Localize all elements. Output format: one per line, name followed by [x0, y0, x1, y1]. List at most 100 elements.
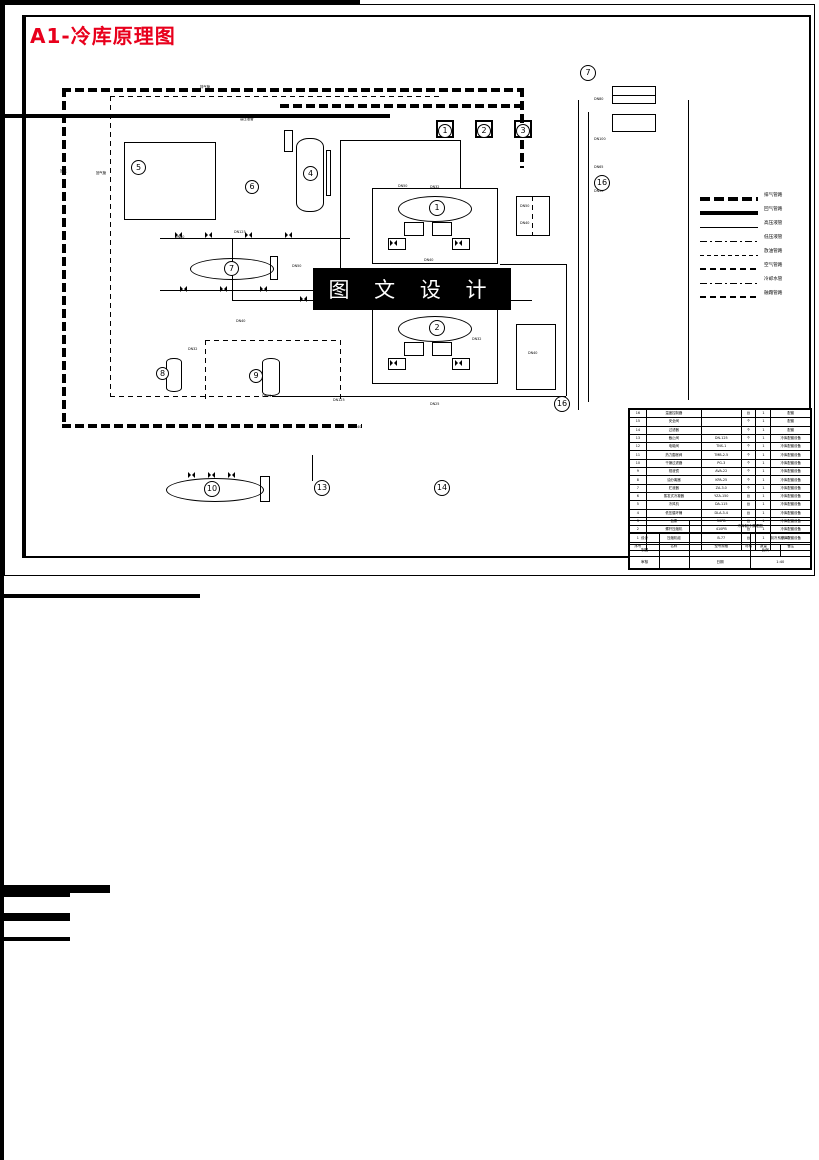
bom-cell-no: 12: [629, 442, 647, 452]
bom-cell-remark: 冷库配套设备: [770, 450, 811, 460]
bom-cell-no: 10: [629, 458, 647, 469]
page-title: A1-冷库原理图: [30, 24, 176, 48]
bom-cell-spec: DLA-3.4: [701, 508, 742, 518]
bom-cell-spec: AVA-22: [701, 467, 742, 477]
watermark-text: 图 文 设 计: [328, 278, 496, 302]
balloon-condenser: 7: [580, 65, 596, 81]
bom-cell-qty: 1: [755, 433, 772, 444]
bom-cell-no: 11: [629, 450, 647, 460]
bom-cell-no: 16: [629, 408, 647, 419]
bom-cell-remark: 配套: [770, 417, 811, 427]
title-block-footer: 冷库制冷原理图 设计 制冷系统-02 制图 比例: [628, 520, 812, 569]
coldstore-wall-top: [110, 96, 440, 97]
valve-symbol: [180, 286, 187, 292]
legend-label: 放油管路: [764, 249, 783, 254]
pipe-size-tag: DN40: [424, 258, 434, 262]
bom-cell-no: 4: [629, 508, 647, 518]
bom-cell-name: 贮液器: [645, 483, 703, 493]
bom-cell-name: 低压循环桶: [645, 508, 703, 518]
compressor-unit-1-frame: [372, 188, 498, 264]
tb-drawing-name: 冷库制冷原理图: [689, 520, 811, 533]
machine-room-right: [340, 340, 341, 400]
vessel-9-body: [262, 358, 280, 396]
bom-cell-name: 干燥过滤器: [645, 458, 703, 469]
bom-cell-no: 7: [629, 483, 647, 493]
bom-cell-spec: KPA-25: [701, 475, 742, 485]
tb-company-cell: [628, 520, 691, 533]
bom-cell-material: 台: [740, 508, 757, 518]
unit-1-valve-blk-b: [452, 238, 470, 250]
legend-row: 低压液管: [700, 234, 812, 248]
evap-condenser-2: [612, 114, 656, 132]
right-riser-c: [688, 100, 689, 400]
pipe-size-tag: DN32: [472, 337, 482, 341]
pipe-size-tag: DN32: [188, 347, 198, 351]
vessel-7-end-cap: [270, 256, 278, 280]
liquid-line-g: [460, 140, 461, 188]
pipe-size-tag: 回气: [60, 169, 67, 173]
condenser-return-2: [0, 917, 70, 921]
liquid-drop-3: [0, 714, 4, 772]
balloon-compressor-2: 2: [477, 124, 491, 138]
balloon-compressor-3: 3: [516, 124, 530, 138]
pipe-size-tag: 高压液管: [240, 117, 254, 121]
valve-symbol: [260, 286, 267, 292]
tb-blank-b: [779, 544, 812, 557]
bom-cell-qty: 1: [755, 417, 772, 427]
unit-2-valve-blk-b: [452, 358, 470, 370]
bom-cell-qty: 1: [755, 491, 772, 502]
bom-cell-remark: 配套: [770, 408, 811, 419]
balloon-10: 10: [204, 481, 220, 497]
bom-cell-qty: 1: [755, 458, 772, 469]
discharge-riser-left: [62, 88, 66, 428]
bom-cell-qty: 1: [755, 467, 772, 477]
valve-symbol: [188, 472, 195, 478]
balloon-13: 13: [314, 480, 330, 496]
pipe-size-tag: DN40: [352, 425, 362, 429]
pipe-size-tag: DN80: [175, 235, 185, 239]
liquid-drop-4: [0, 772, 4, 830]
unit-1-compressor: [432, 222, 452, 236]
legend-label: 排气管路: [764, 193, 783, 198]
suction-riser-center: [0, 118, 4, 368]
pipe-size-tag: DN50: [398, 184, 408, 188]
bom-cell-material: 个: [740, 417, 757, 427]
valve-symbol: [245, 232, 252, 238]
bom-cell-remark: 冷库配套设备: [770, 491, 811, 502]
bom-cell-name: 视液镜: [645, 467, 703, 477]
upper-valve-group: [516, 196, 550, 236]
balloon-8: 8: [156, 367, 169, 380]
suction-crossover: [0, 594, 200, 598]
legend-row: 高压液管: [700, 220, 812, 234]
upper-valve-group-center: [532, 196, 533, 236]
bom-cell-qty: 1: [755, 483, 772, 493]
pipe-size-tag: DN80: [594, 97, 604, 101]
tb-scale-label: 比例: [749, 544, 781, 557]
liquid-line-h: [276, 396, 566, 397]
pipe-size-tag: DN125: [234, 230, 246, 234]
water-line-b: [588, 112, 589, 402]
legend-line-sample: [700, 254, 758, 256]
tb-field-check-value: [659, 556, 691, 569]
condenser-return-2-bend: [0, 921, 4, 937]
bom-cell-name: 安全阀: [645, 417, 703, 427]
balloon-16-bottom: 16: [554, 396, 570, 412]
pipe-size-tag: DN25: [430, 402, 440, 406]
bom-cell-spec: TNS-1: [701, 442, 742, 452]
water-line-a: [578, 100, 579, 410]
bom-cell-remark: 配套: [770, 425, 811, 435]
legend-row: 冷却水管: [700, 276, 812, 290]
machine-room-left: [205, 340, 206, 400]
bom-cell-material: 个: [740, 450, 757, 460]
balloon-9: 9: [249, 369, 263, 383]
pipe-size-tag: DN32: [430, 185, 440, 189]
